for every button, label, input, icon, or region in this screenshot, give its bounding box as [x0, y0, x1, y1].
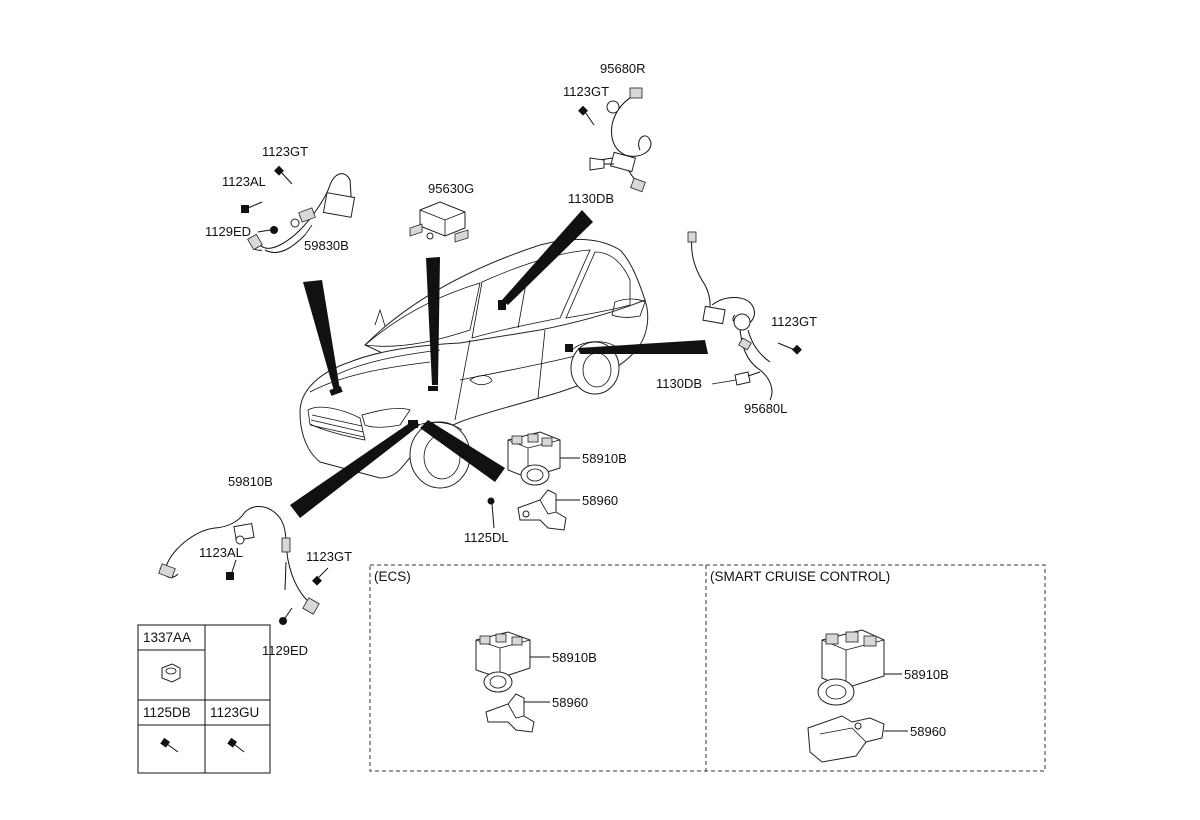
ecs-abs-unit: [475, 631, 531, 693]
bolt-1129ed-front-right: [279, 607, 293, 625]
nut-icon: [161, 663, 181, 683]
label-59810b: 59810B: [228, 474, 273, 489]
bolt-1125dl: [487, 497, 495, 529]
bolt-1123gt-rear-left: [777, 342, 802, 355]
label-1125dl: 1125DL: [464, 530, 509, 545]
table-header-1125db: 1125DB: [143, 705, 191, 720]
scc-bracket: [807, 715, 885, 763]
abs-bracket: [517, 489, 567, 531]
rear-left-sensor-group: [687, 231, 802, 401]
screw-icon-1123gu: [227, 737, 245, 753]
pointer-rear-left: [578, 340, 708, 354]
label-1129ed-front-right: 1129ED: [262, 643, 308, 658]
label-1123gt-rear-right: 1123GT: [563, 84, 609, 99]
label-58960-ecs: 58960: [552, 695, 588, 710]
label-95680r: 95680R: [600, 61, 646, 76]
label-1123al-front-right: 1123AL: [199, 545, 243, 560]
front-left-sensor-group: [241, 165, 356, 253]
rear-right-sensor-group: [578, 87, 652, 193]
pointer-front-left: [303, 280, 340, 391]
bolt-1123al-front-left: [241, 201, 263, 213]
table-header-1337aa: 1337AA: [143, 630, 191, 645]
label-58910b-ecs: 58910B: [552, 650, 597, 665]
label-1129ed-front-left: 1129ED: [205, 224, 251, 239]
table-header-1123gu: 1123GU: [210, 705, 259, 720]
pointer-sensor: [426, 257, 440, 385]
bolt-1123gt-rear-right: [578, 105, 595, 126]
label-1130db-rear-right: 1130DB: [568, 191, 614, 206]
yaw-sensor-module: [409, 201, 469, 243]
pointer-abs-unit: [420, 420, 505, 482]
label-1130db-rear-left: 1130DB: [656, 376, 702, 391]
label-95630g: 95630G: [428, 181, 474, 196]
label-59830b: 59830B: [304, 238, 349, 253]
bolt-1123al-front-right: [226, 559, 237, 580]
bolt-1123gt-front-left: [274, 165, 293, 185]
bolt-1130db-rear-left: [734, 371, 761, 386]
label-58910b-scc: 58910B: [904, 667, 949, 682]
bolt-1130db-rear-right: [589, 157, 614, 171]
bolt-1123gt-front-right: [312, 567, 329, 586]
panel-title-smart-cruise: (SMART CRUISE CONTROL): [710, 569, 890, 584]
label-1123gt-front-right: 1123GT: [306, 549, 352, 564]
pointer-wedges: [290, 210, 708, 518]
label-58960-main: 58960: [582, 493, 618, 508]
fastener-table: [137, 624, 271, 774]
label-1123gt-rear-left: 1123GT: [771, 314, 817, 329]
label-58910b-main: 58910B: [582, 451, 627, 466]
scc-abs-unit: [817, 629, 885, 706]
bolt-1129ed-front-left: [257, 226, 278, 234]
abs-hydraulic-unit: [507, 431, 561, 486]
pointer-front-right: [290, 420, 420, 518]
panel-title-ecs: (ECS): [374, 569, 411, 584]
screw-icon-1125db: [160, 737, 179, 753]
label-95680l: 95680L: [744, 401, 787, 416]
ecs-bracket: [485, 693, 535, 733]
pointer-rear-right: [502, 210, 593, 305]
label-58960-scc: 58960: [910, 724, 946, 739]
option-panels: [369, 564, 1046, 772]
front-right-sensor-group: [158, 506, 329, 625]
label-1123gt-front-left: 1123GT: [262, 144, 308, 159]
label-1123al-front-left: 1123AL: [222, 174, 266, 189]
